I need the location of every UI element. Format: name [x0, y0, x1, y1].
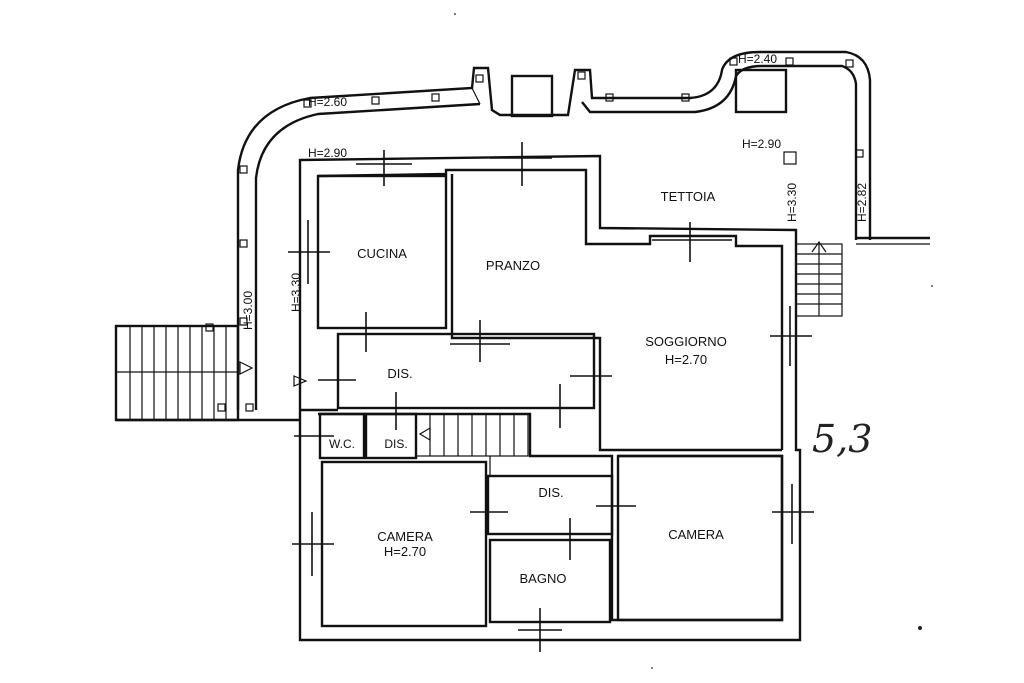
room-label-bagno: BAGNO [520, 571, 567, 586]
terrace-column-right [734, 68, 788, 114]
room-label-cucina: CUCINA [357, 246, 407, 261]
room-label-camera-left: CAMERA [377, 529, 433, 544]
room-label-dis-lower: DIS. [538, 485, 563, 500]
room-label-camera-right: CAMERA [668, 527, 724, 542]
dim-label-h282: H=2.82 [855, 183, 869, 222]
dim-label-h290-right: H=2.90 [742, 137, 781, 151]
dim-label-h290-left: H=2.90 [308, 146, 347, 160]
terrace-perimeter-wall [236, 50, 872, 410]
scan-specks [454, 13, 933, 669]
left-staircase [114, 324, 300, 422]
dim-label-h260: H=2.60 [308, 95, 347, 109]
room-label-dis-main: DIS. [387, 366, 412, 381]
terrace-posts [205, 57, 864, 412]
right-staircase [795, 236, 930, 317]
handwritten-annotation: 5,3 [812, 417, 872, 461]
room-height-soggiorno: H=2.70 [665, 352, 707, 367]
room-label-tettoia: TETTOIA [661, 189, 716, 204]
interior-walls [300, 174, 784, 628]
room-label-soggiorno: SOGGIORNO [645, 334, 727, 349]
terrace-column-center [510, 74, 554, 118]
dim-label-h240: H=2.40 [738, 52, 777, 66]
dim-label-h330-left: H=3.30 [289, 273, 303, 312]
house-outer-walls [298, 154, 802, 642]
openings [288, 142, 814, 652]
dim-label-h330-right: H=3.30 [785, 183, 799, 222]
dim-label-h300: H=3.00 [241, 291, 255, 330]
room-label-dis-small: DIS. [384, 437, 407, 451]
room-height-camera-left: H=2.70 [384, 544, 426, 559]
room-label-wc: W.C. [329, 437, 355, 451]
room-label-pranzo: PRANZO [486, 258, 540, 273]
